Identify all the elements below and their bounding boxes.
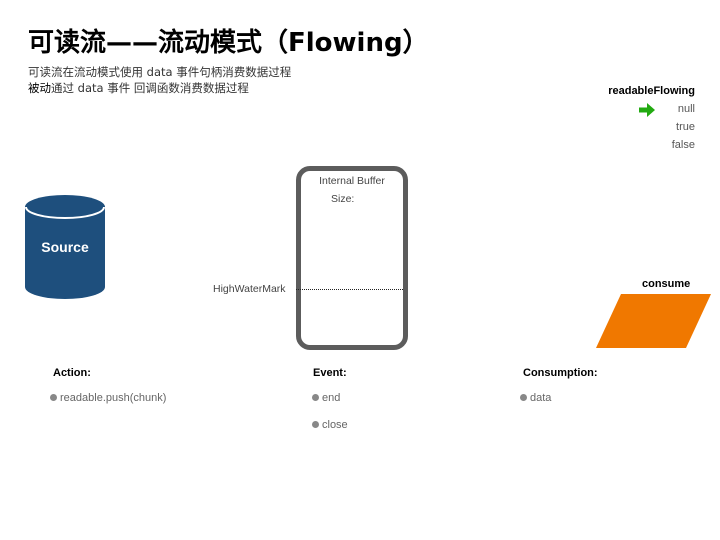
- readable-flowing-option-false: false: [671, 139, 695, 151]
- internal-buffer: [296, 166, 408, 350]
- consume-label: consume: [642, 278, 691, 290]
- event-heading: Event:: [313, 367, 347, 379]
- action-item-label: readable.push(chunk): [60, 392, 167, 404]
- consumption-heading: Consumption:: [523, 367, 598, 379]
- bullet-icon: [312, 421, 319, 428]
- event-item: end: [312, 392, 340, 404]
- page-subtitle-line1: 可读流在流动模式使用 data 事件句柄消费数据过程: [28, 65, 292, 79]
- source-cylinder: [25, 195, 105, 299]
- bullet-icon: [50, 394, 57, 401]
- event-item-label: end: [322, 392, 341, 404]
- buffer-title: Internal Buffer: [319, 175, 385, 187]
- consume-parallelogram: [596, 294, 711, 348]
- high-water-mark-line: [296, 289, 403, 290]
- event-item-label: close: [322, 419, 348, 431]
- bullet-icon: [312, 394, 319, 401]
- consumption-item-label: data: [530, 392, 552, 404]
- readable-flowing-option-null: null: [677, 103, 695, 115]
- high-water-mark-label: HighWaterMark: [213, 283, 286, 295]
- readable-flowing-title: readableFlowing: [608, 85, 695, 97]
- page-title: 可读流——流动模式（Flowing）: [28, 28, 429, 58]
- consumption-item: data: [520, 392, 551, 404]
- page-subtitle-line2: 被动通过 data 事件 回调函数消费数据过程: [28, 80, 249, 96]
- green-arrow-right-icon: [639, 103, 655, 117]
- event-item: close: [312, 419, 348, 431]
- bullet-icon: [520, 394, 527, 401]
- buffer-size-label: Size:: [331, 193, 355, 205]
- action-item: readable.push(chunk): [50, 392, 166, 404]
- subtitle-strong-word: 被动: [28, 81, 51, 95]
- subtitle-rest: 通过 data 事件 回调函数消费数据过程: [51, 81, 249, 95]
- action-heading: Action:: [53, 367, 91, 379]
- readable-flowing-option-true: true: [676, 121, 695, 133]
- source-label: Source: [41, 239, 89, 255]
